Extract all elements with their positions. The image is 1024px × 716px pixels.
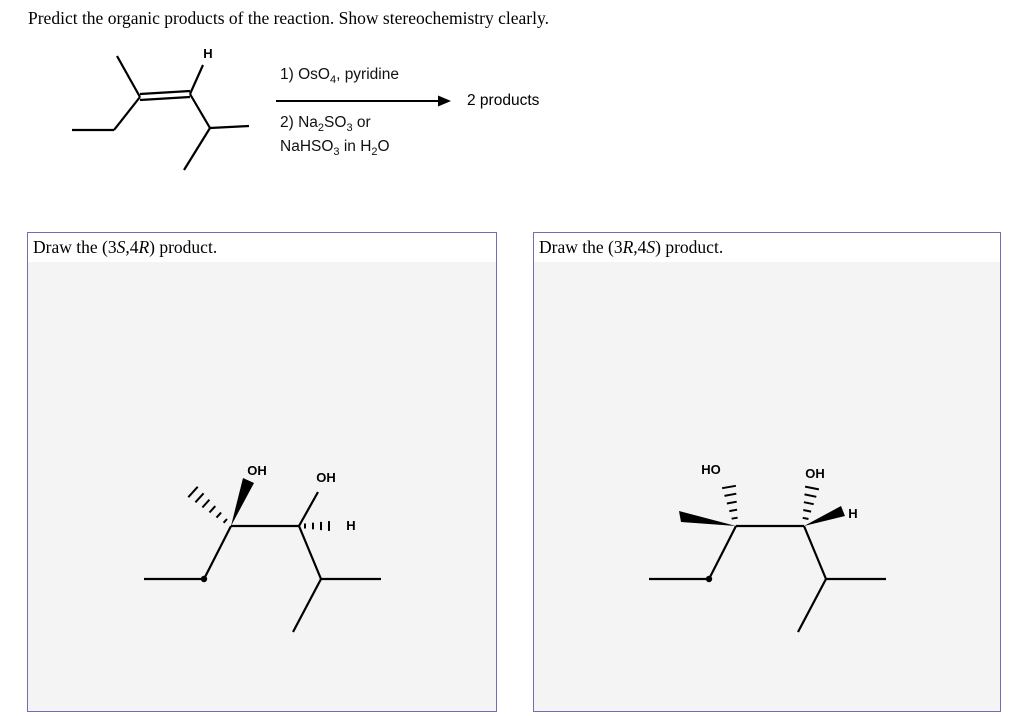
h-atom-label: H [203,46,212,61]
title-text: Draw the (3 [539,237,623,257]
diol-skeleton [144,491,381,633]
products-count-label: 2 products [467,92,540,109]
ho-hash-wedge [721,484,738,520]
step1-text: 1) OsO [280,66,330,83]
product-3r4s-structure: HO OH H [649,462,886,633]
stereo-descriptor: S [646,237,656,257]
oh-hash-wedge [802,485,820,520]
stereo-descriptor: R [622,237,634,257]
h-hash-wedge [304,521,330,531]
product-3s4r-structure: OH OH H [144,463,381,633]
reaction-arrow-icon [276,95,451,107]
step2-text: 2) Na [280,114,318,131]
vertex-dot [705,575,713,583]
stereo-descriptor: S [116,237,126,257]
panel-title-3r4s: Draw the (3R,4S) product. [534,233,1000,262]
title-text: ) product. [655,237,724,257]
step2-subscript-1: 2 [317,122,325,135]
title-text: ) product. [149,237,218,257]
step2-subscript-2: 3 [346,122,353,135]
starting-material-structure: H [72,46,250,171]
reagent-step3: NaHSO3 in H2O [280,138,390,159]
ho-label-left: HO [701,462,721,477]
oh-label-left: OH [247,463,267,478]
step3-text: NaHSO [280,138,334,155]
answer-panel-3r4s: Draw the (3R,4S) product. [533,232,1001,712]
reagent-step1: 1) OsO4, pyridine [280,66,399,87]
vertex-dot [200,575,208,583]
oh-label-right: OH [316,470,336,485]
title-text: Draw the (3 [33,237,117,257]
step3-text-mid: in H [339,138,372,155]
step3-subscript-1: 3 [333,146,340,159]
question-text: Predict the organic products of the reac… [28,8,549,28]
step1-text-post: , pyridine [336,66,399,83]
drawing-canvas-3s4r[interactable]: OH OH H [28,262,496,711]
step3-text-post: O [377,138,390,155]
methyl-bold-wedge [679,511,736,526]
oh-bold-wedge [231,478,254,526]
step3-subscript-2: 2 [371,146,378,159]
reagent-step2: 2) Na2SO3 or [280,114,371,135]
title-text: ,4 [125,237,139,257]
answer-panel-3s4r: Draw the (3S,4R) product. [27,232,497,712]
h-label: H [346,518,355,533]
panel-title-3s4r: Draw the (3S,4R) product. [28,233,496,262]
step2-text-mid: SO [324,114,347,131]
oh-label-right: OH [805,466,825,481]
methyl-hash-wedge [187,486,228,524]
drawing-canvas-3r4s[interactable]: HO OH H [534,262,1000,711]
h-bold-wedge [804,506,845,526]
diol-skeleton [649,524,886,633]
alkene-skeleton [72,55,250,171]
step2-text-post: or [352,114,371,131]
step1-subscript: 4 [329,74,337,87]
title-text: ,4 [633,237,647,257]
h-label: H [848,506,857,521]
stereo-descriptor: R [138,237,150,257]
